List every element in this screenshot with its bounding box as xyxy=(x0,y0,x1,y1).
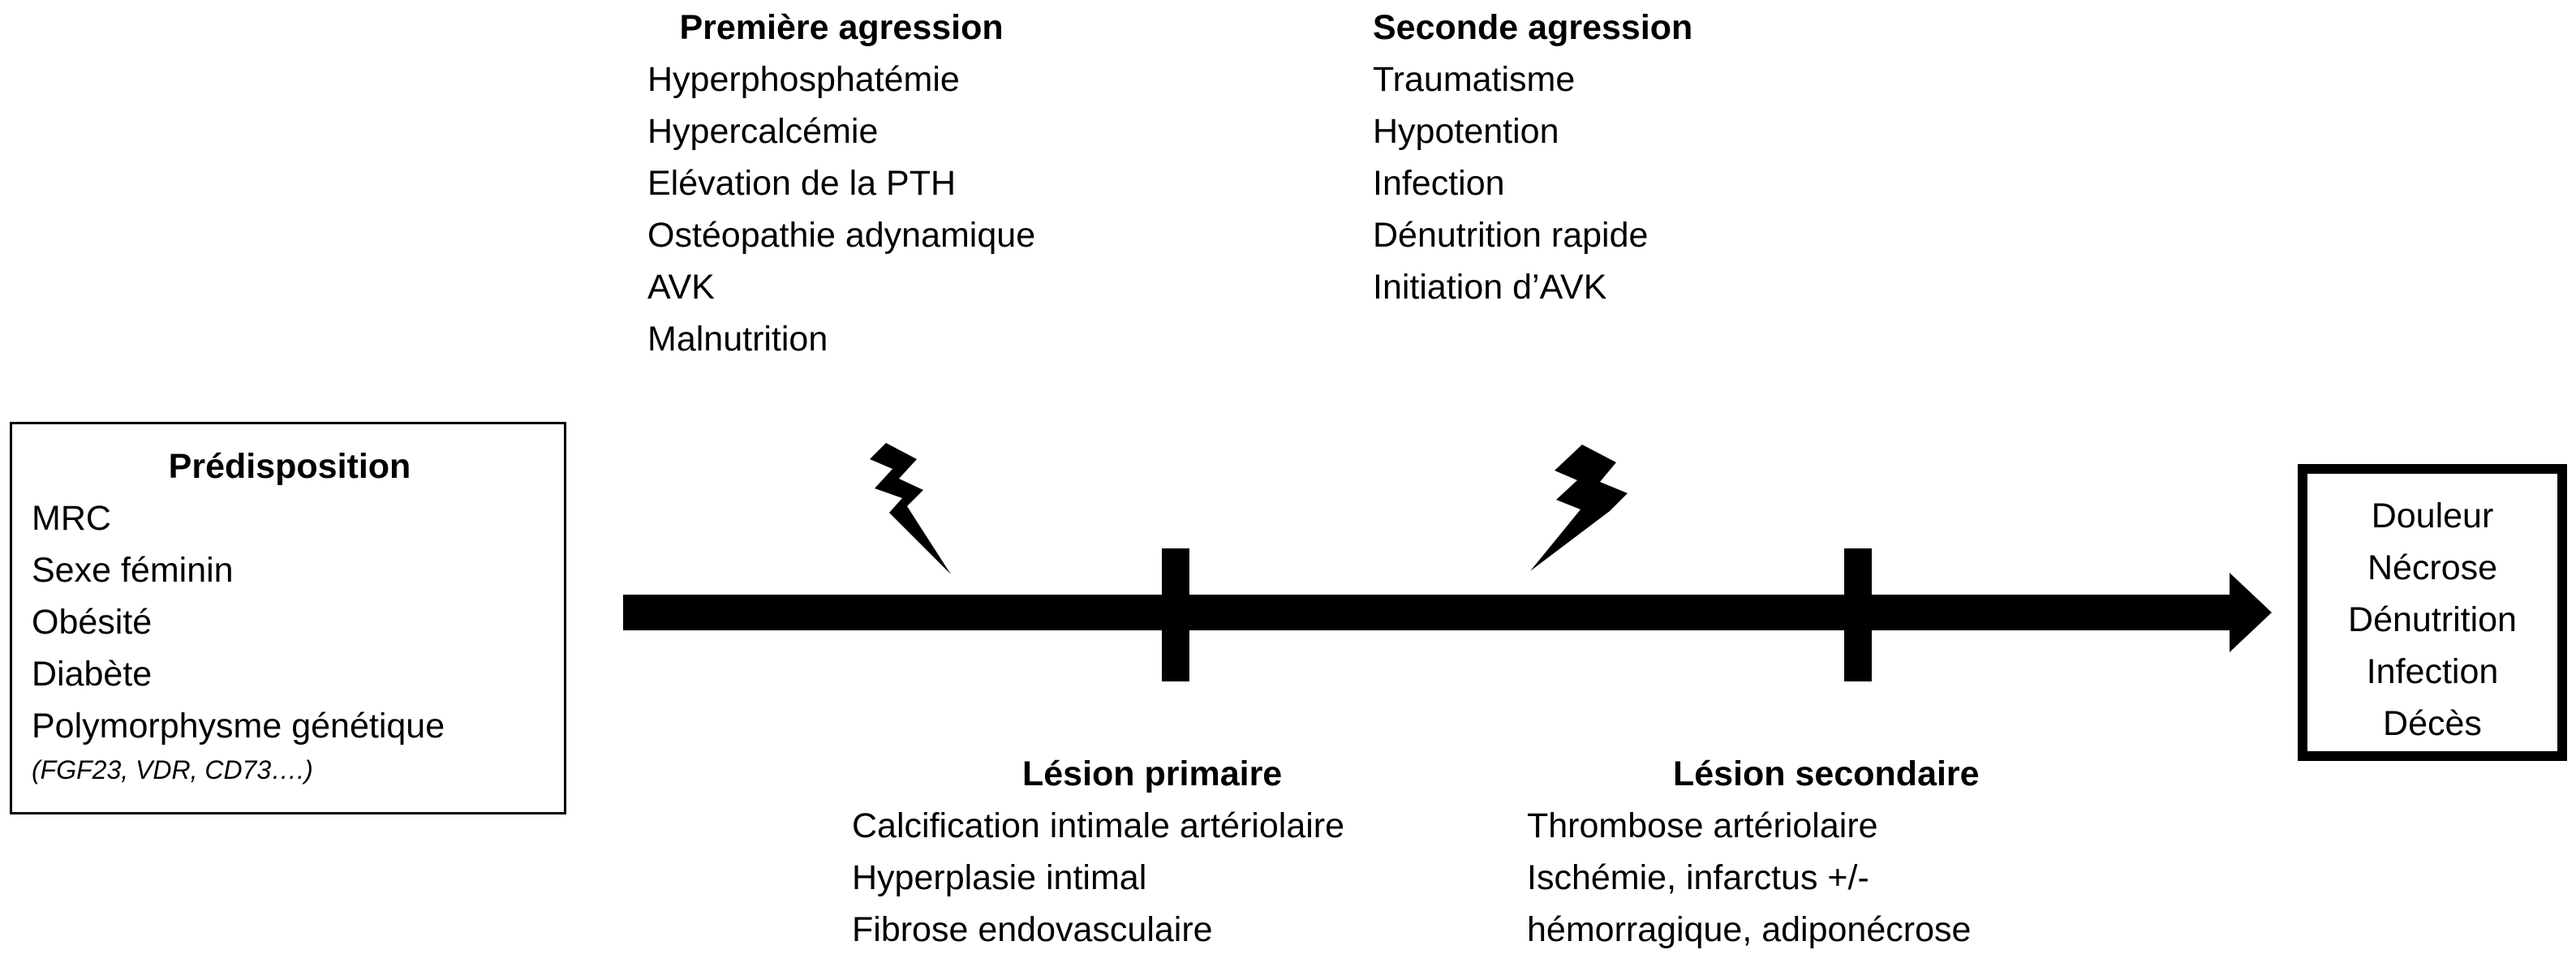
predisposition-item: MRC xyxy=(32,499,111,538)
outcome-item: Douleur xyxy=(2371,496,2494,535)
lightning-bolt-icon xyxy=(1530,445,1628,571)
predisposition-item: Obésité xyxy=(32,603,153,642)
primary-lesion-item: Calcification intimale artériolaire xyxy=(852,806,1345,845)
secondary-lesion-item: Ischémie, infarctus +/- xyxy=(1527,858,1869,897)
second-aggression-block: Seconde agression Traumatisme Hypotentio… xyxy=(1373,2,1692,313)
timeline-arrow-shaft xyxy=(623,595,2233,630)
second-aggression-item: Initiation d’AVK xyxy=(1373,268,1607,307)
predisposition-note: (FGF23, VDR, CD73….) xyxy=(32,755,313,784)
outcome-item: Infection xyxy=(2366,652,2499,691)
timeline-tick-secondary-lesion xyxy=(1844,548,1872,681)
predisposition-item: Sexe féminin xyxy=(32,551,234,590)
second-aggression-item: Dénutrition rapide xyxy=(1373,216,1649,255)
secondary-lesion-block: Lésion secondaire Thrombose artériolaire… xyxy=(1527,748,2095,956)
first-aggression-item: Elévation de la PTH xyxy=(647,164,957,203)
first-aggression-item: AVK xyxy=(647,268,715,307)
outcome-item: Dénutrition xyxy=(2348,600,2517,639)
first-aggression-item: Hyperphosphatémie xyxy=(647,60,960,99)
timeline-tick-primary-lesion xyxy=(1162,548,1189,681)
timeline-arrowhead xyxy=(2230,573,2272,652)
primary-lesion-title: Lésion primaire xyxy=(1022,754,1283,793)
first-aggression-title: Première agression xyxy=(679,8,1004,47)
predisposition-item: Polymorphysme génétique xyxy=(32,707,445,746)
secondary-lesion-title: Lésion secondaire xyxy=(1673,754,1980,793)
primary-lesion-item: Hyperplasie intimal xyxy=(852,858,1147,897)
primary-lesion-item: Fibrose endovasculaire xyxy=(852,910,1213,949)
outcomes-box: Douleur Nécrose Dénutrition Infection Dé… xyxy=(2298,464,2567,761)
predisposition-item: Diabète xyxy=(32,655,153,694)
secondary-lesion-item: hémorragique, adiponécrose xyxy=(1527,910,1972,949)
predisposition-title: Prédisposition xyxy=(168,447,411,486)
predisposition-box: Prédisposition MRC Sexe féminin Obésité … xyxy=(10,422,566,814)
outcome-item: Nécrose xyxy=(2367,548,2498,587)
second-aggression-item: Hypotention xyxy=(1373,112,1559,151)
first-aggression-item: Ostéopathie adynamique xyxy=(647,216,1036,255)
secondary-lesion-item: Thrombose artériolaire xyxy=(1527,806,1878,845)
second-aggression-item: Infection xyxy=(1373,164,1505,203)
outcome-item: Décès xyxy=(2383,704,2482,743)
first-aggression-block: Première agression Hyperphosphatémie Hyp… xyxy=(647,2,1035,365)
second-aggression-title: Seconde agression xyxy=(1373,8,1693,47)
first-aggression-item: Malnutrition xyxy=(647,320,828,359)
first-aggression-item: Hypercalcémie xyxy=(647,112,879,151)
primary-lesion-block: Lésion primaire Calcification intimale a… xyxy=(852,748,1485,956)
lightning-bolt-icon xyxy=(870,443,951,574)
second-aggression-item: Traumatisme xyxy=(1373,60,1576,99)
